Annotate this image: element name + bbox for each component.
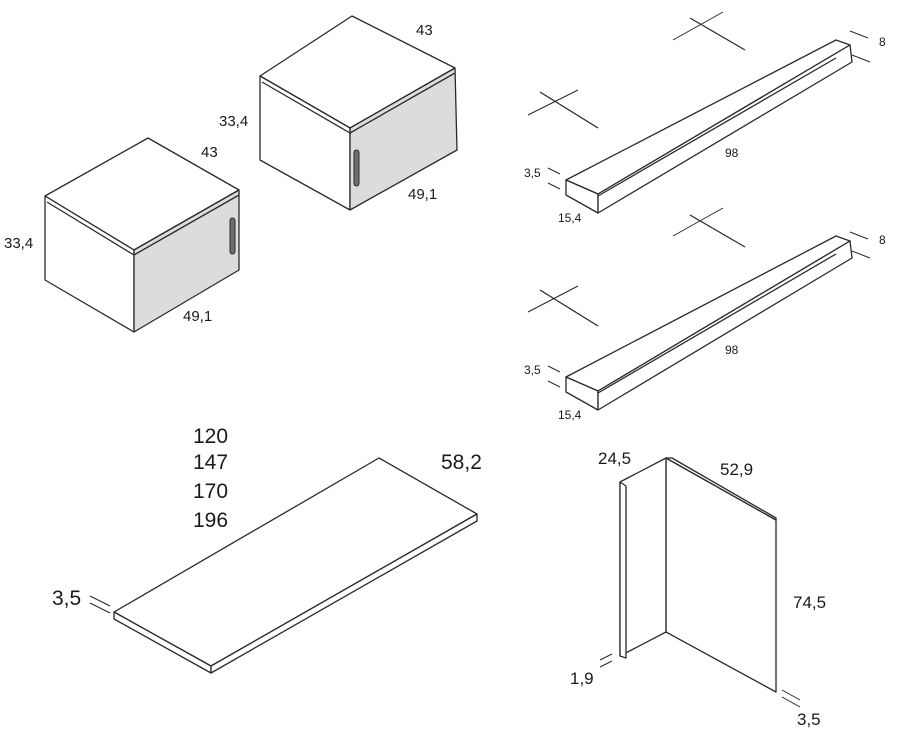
cabinet-large-door-edge [349, 72, 456, 134]
cabinet-large-top-edge [261, 81, 351, 134]
cabinet-large [259, 15, 458, 211]
cabinet-large-door [349, 67, 458, 211]
cabinet-small-top-edge [46, 201, 135, 256]
tabletop-surface [113, 457, 478, 667]
cabinet-large-height-label: 33,4 [219, 113, 248, 130]
cabinet-large-handle [353, 149, 360, 187]
side-panel [599, 457, 801, 708]
shelf-bottom-face [597, 240, 853, 411]
shelf-top-face [597, 44, 853, 214]
shelf-top-bracket-left [527, 89, 599, 129]
side-panel-main-edge [665, 457, 777, 521]
shelf-bottom-bracket-right [672, 207, 746, 248]
side-panel-depth-label: 52,9 [720, 460, 753, 479]
cabinet-large-width-label: 49,1 [408, 186, 437, 203]
side-panel-small [619, 457, 667, 657]
side-panel-thickness-label: 3,5 [797, 710, 821, 729]
shelf-bottom [527, 207, 871, 411]
side-panel-small-edge [619, 481, 627, 659]
shelf-bottom-thickness-label: 3,5 [524, 363, 541, 377]
tabletop-side-edge [210, 513, 478, 674]
cabinet-small-door [133, 189, 240, 333]
cabinet-small-door-edge [133, 194, 240, 256]
shelf-bottom-height-label: 8 [879, 233, 886, 247]
shelf-bottom-depth-label: 15,4 [558, 408, 582, 422]
shelf-top-length-label: 98 [725, 146, 739, 160]
tabletop-length-label: 147 [193, 451, 228, 474]
cabinet-large-depth-label: 43 [416, 22, 433, 39]
shelf-top-bracket-right [672, 11, 746, 51]
shelf-bottom-bracket-left [527, 285, 599, 327]
shelf-top-lip [565, 39, 851, 195]
cabinet-small-depth-label: 43 [201, 144, 218, 161]
shelf-top-depth-label: 15,4 [558, 211, 582, 225]
side-panel-inner-thickness-label: 1,9 [570, 669, 594, 688]
tabletop-thickness-label: 3,5 [52, 587, 81, 610]
cabinet-small-height-label: 33,4 [4, 235, 33, 252]
shelf-top-height-label: 8 [879, 35, 886, 49]
tabletop-length-label: 170 [193, 480, 228, 503]
side-panel-main [665, 457, 777, 693]
cabinet-small-width-label: 49,1 [183, 308, 212, 325]
tabletop-length-label: 196 [193, 509, 228, 532]
shelf-bottom-length-label: 98 [725, 343, 739, 357]
shelf-top [527, 11, 871, 214]
cabinet-small-handle [229, 217, 236, 255]
shelf-top-thickness-label: 3,5 [524, 166, 541, 180]
tabletop [89, 457, 478, 674]
shelf-bottom-lip [565, 235, 851, 392]
tabletop-depth-label: 58,2 [441, 451, 482, 474]
side-panel-top-depth-label: 24,5 [598, 449, 631, 468]
cabinet-small [44, 137, 240, 333]
side-panel-height-label: 74,5 [793, 593, 826, 612]
tabletop-length-label: 120 [193, 425, 228, 448]
